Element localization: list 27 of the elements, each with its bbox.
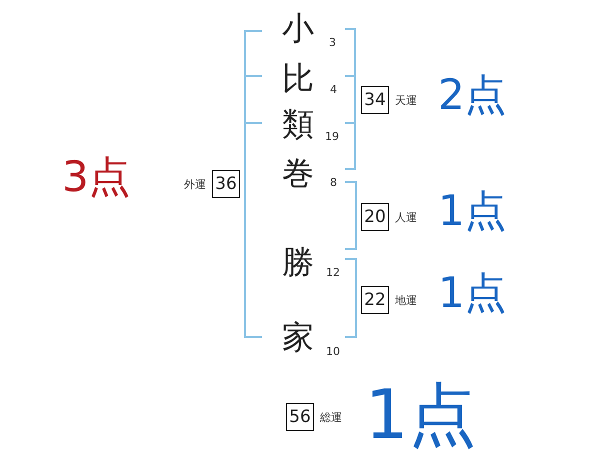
fortune-name: 外運 — [184, 178, 206, 190]
fortune-score: 3点 — [62, 156, 131, 198]
fortune-score: 1点 — [365, 382, 476, 450]
score-box: 20 — [361, 203, 389, 231]
name-character: 類 — [282, 108, 314, 140]
name-character: 比 — [282, 62, 314, 94]
fortune-name: 天運 — [395, 94, 417, 106]
fortune-score: 2点 — [438, 74, 507, 116]
name-character: 家 — [282, 321, 314, 353]
score-box: 34 — [361, 86, 389, 114]
stroke-count: 19 — [325, 131, 339, 142]
fortune-score: 1点 — [438, 190, 507, 232]
name-character: 勝 — [282, 246, 314, 278]
score-box: 22 — [361, 286, 389, 314]
stroke-count: 10 — [326, 346, 340, 357]
score-box: 36 — [212, 170, 240, 198]
stroke-count: 3 — [329, 37, 336, 48]
stroke-count: 12 — [326, 267, 340, 278]
fortune-score: 1点 — [438, 272, 507, 314]
fortune-name: 人運 — [395, 212, 417, 222]
fortune-name: 総運 — [320, 412, 342, 422]
stroke-count: 4 — [330, 84, 337, 95]
name-character: 小 — [282, 12, 314, 44]
stroke-count: 8 — [330, 177, 337, 188]
name-character: 巻 — [282, 157, 314, 189]
score-box: 56 — [286, 403, 314, 431]
fortune-name: 地運 — [395, 294, 417, 306]
